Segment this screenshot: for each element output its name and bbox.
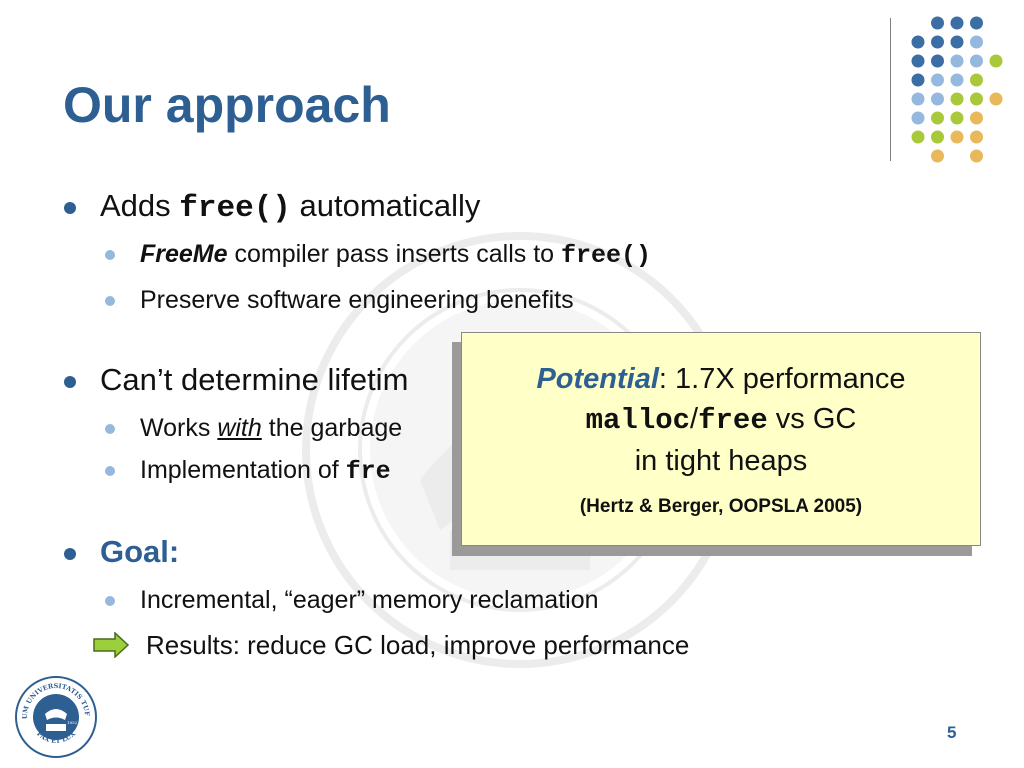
sub-bullet-dot xyxy=(105,466,115,476)
decorative-dot xyxy=(970,130,983,144)
decorative-dot-grid xyxy=(911,16,1003,163)
decorative-dot xyxy=(970,92,983,106)
decorative-dot xyxy=(931,111,944,125)
logo-year: 1852 xyxy=(67,720,78,725)
bullet-dot xyxy=(64,202,76,214)
sub-bullet-works-with: Works with the garbage xyxy=(140,414,402,443)
callout-text: : 1.7X performance xyxy=(658,363,906,395)
callout-box: Potential: 1.7X performance malloc/free … xyxy=(461,332,981,546)
decorative-dot xyxy=(989,92,1003,106)
bullet-dot xyxy=(64,548,76,560)
decorative-dot xyxy=(911,73,925,87)
right-arrow-icon xyxy=(93,632,129,658)
decorative-dot xyxy=(970,54,983,68)
callout-line-malloc: malloc/free vs GC xyxy=(462,403,980,437)
callout-line-heaps: in tight heaps xyxy=(634,445,808,477)
callout-citation: (Hertz & Berger, OOPSLA 2005) xyxy=(579,496,863,517)
decorative-dot xyxy=(911,92,925,106)
callout-text: vs GC xyxy=(767,403,857,435)
decorative-dot xyxy=(911,130,925,144)
decorative-dot xyxy=(931,149,944,163)
decorative-dot xyxy=(911,111,925,125)
bullet-dot xyxy=(64,376,76,388)
decorative-dot xyxy=(911,54,925,68)
decorative-dot xyxy=(931,92,944,106)
sub-bullet-text: the garbage xyxy=(261,414,403,442)
decorative-dot xyxy=(970,35,983,49)
decorative-dot xyxy=(931,73,944,87)
decorative-dot xyxy=(931,35,944,49)
decorative-dot xyxy=(931,16,944,30)
bullet-text: Adds xyxy=(100,188,180,223)
potential-label: Potential xyxy=(536,363,659,395)
freeme-label: FreeMe xyxy=(140,240,228,268)
sub-bullet-freeme: FreeMe compiler pass inserts calls to fr… xyxy=(140,240,651,270)
decorative-dot xyxy=(950,73,964,87)
sub-bullet-dot xyxy=(105,296,115,306)
sub-bullet-dot xyxy=(105,596,115,606)
decorative-dot xyxy=(950,111,964,125)
decorative-dot xyxy=(970,149,983,163)
bullet-text: automatically xyxy=(290,188,481,223)
slash: / xyxy=(690,403,699,435)
decorative-dot xyxy=(931,54,944,68)
decorative-dot xyxy=(931,130,944,144)
decorative-dot xyxy=(989,54,1003,68)
with-emphasis: with xyxy=(217,414,262,442)
page-title: Our approach xyxy=(63,77,391,133)
sub-bullet-dot xyxy=(105,424,115,434)
results-line: Results: reduce GC load, improve perform… xyxy=(146,630,690,660)
bullet-goal: Goal: xyxy=(100,534,180,569)
decorative-dot xyxy=(970,73,983,87)
divider-line xyxy=(890,18,891,161)
bullet-adds-free: Adds free() automatically xyxy=(100,188,480,226)
code-malloc: malloc xyxy=(585,404,691,437)
code-free: free() xyxy=(179,191,291,226)
code-free: free() xyxy=(561,241,652,270)
decorative-dot xyxy=(950,16,964,30)
sub-bullet-dot xyxy=(105,250,115,260)
page-number: 5 xyxy=(947,723,957,742)
bullet-lifetime: Can’t determine lifetim xyxy=(100,362,409,397)
callout-line-potential: Potential: 1.7X performance xyxy=(462,363,980,396)
sub-bullet-text: Works xyxy=(140,414,218,442)
code-free: free xyxy=(698,404,768,437)
decorative-dot xyxy=(950,92,964,106)
decorative-dot xyxy=(911,35,925,49)
sub-bullet-text: compiler pass inserts calls to xyxy=(227,240,561,268)
code-free-partial: fre xyxy=(345,457,391,486)
decorative-dot xyxy=(950,54,964,68)
sub-bullet-text: Implementation of xyxy=(140,456,346,484)
decorative-dot xyxy=(970,16,983,30)
decorative-dot xyxy=(950,130,964,144)
decorative-dot xyxy=(970,111,983,125)
sub-bullet-incremental: Incremental, “eager” memory reclamation xyxy=(140,586,599,614)
tufts-seal-icon: SIGILLUM UNIVERSITATIS TUFTENSIS PAX ET … xyxy=(15,676,97,758)
decorative-dot xyxy=(950,35,964,49)
sub-bullet-implementation: Implementation of fre xyxy=(140,456,391,486)
sub-bullet-preserve: Preserve software engineering benefits xyxy=(140,286,574,314)
